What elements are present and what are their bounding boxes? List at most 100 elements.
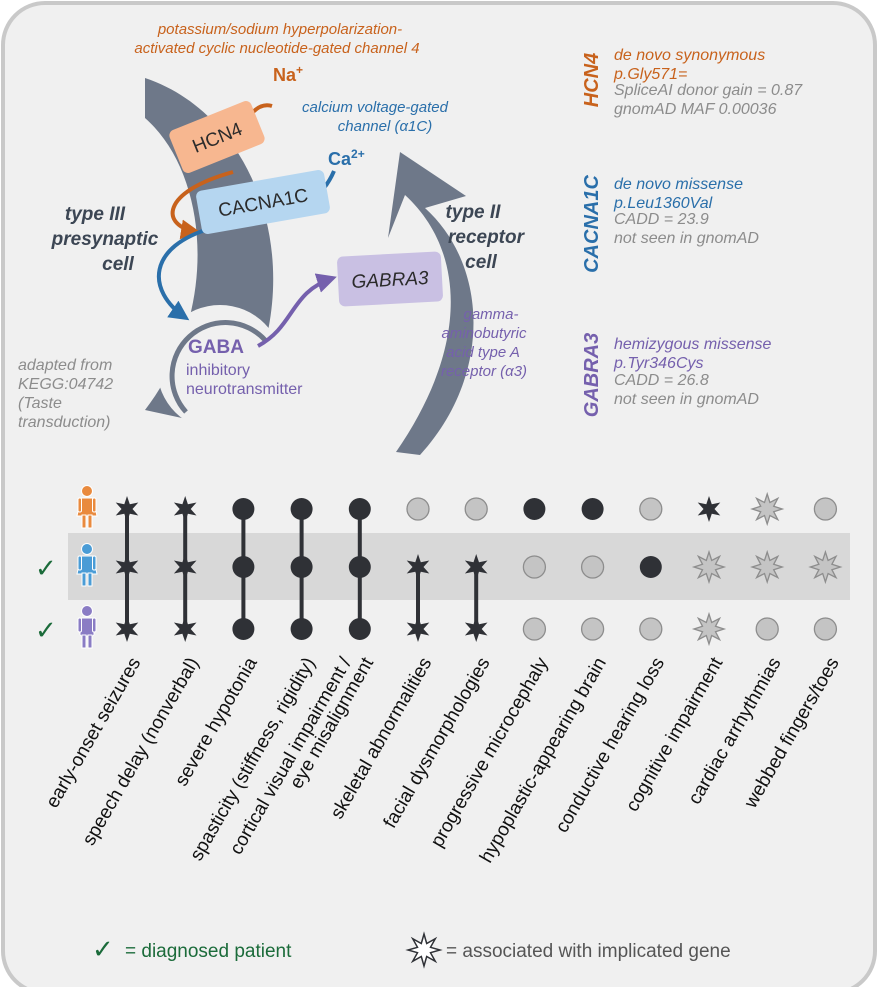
- marker-brother-9-absent-dot: [580, 617, 605, 641]
- na-ion-line: [251, 103, 273, 114]
- person-mother-icon: [76, 485, 98, 529]
- diagnosed-check-icon: ✓: [35, 615, 57, 645]
- source-line1: adapted from: [18, 357, 112, 374]
- marker-brother-11-absent-star-icon: [691, 611, 727, 647]
- gabra3-box-label: GABRA3: [351, 268, 430, 293]
- variant-gabra3-line3: CADD = 26.8: [614, 372, 709, 389]
- person-sister-icon: [76, 543, 98, 587]
- variant-panel: HCN4 de novo synonymous p.Gly571= Splice…: [581, 47, 803, 417]
- gaba-vesicle-membrane: [169, 320, 267, 414]
- type2-label-line1: type II: [446, 202, 502, 223]
- marker-brother-10-absent-dot: [639, 617, 663, 641]
- gaba-desc-line2: neurotransmitter: [186, 381, 303, 398]
- hcn4-to-cacna1c-arrow: [170, 170, 234, 240]
- marker-sister-10-present-dot: [639, 556, 662, 578]
- phenotype-matrix: [115, 491, 843, 647]
- legend: ✓ = diagnosed patient = associated with …: [92, 931, 731, 969]
- variant-cacna1c-line2: p.Leu1360Val: [613, 195, 713, 212]
- variant-hcn4-line2: p.Gly571=: [613, 66, 687, 83]
- legend-check-icon: ✓: [92, 934, 114, 964]
- marker-sister-8-absent-dot: [522, 555, 547, 579]
- gaba-desc-line1: inhibitory: [186, 362, 250, 379]
- family-members: ✓✓: [35, 485, 98, 649]
- hcn4-fullname-line1: potassium/sodium hyperpolarization-: [157, 21, 402, 38]
- ca-ion-label: Ca2+: [328, 147, 365, 169]
- marker-brother-1-present-star-icon: [115, 616, 139, 642]
- marker-brother-13-absent-dot: [813, 617, 838, 641]
- marker-brother-7-present-star-icon: [464, 616, 488, 642]
- gaba-label: GABA: [188, 337, 244, 358]
- marker-mother-13-absent-dot: [813, 497, 838, 521]
- variant-gene-hcn4: HCN4: [581, 53, 603, 107]
- variant-gabra3-line1: hemizygous missense: [614, 336, 772, 353]
- gaba-to-gabra3-arrow: [257, 273, 337, 348]
- person-brother-icon: [77, 605, 97, 649]
- marker-sister-11-absent-star-icon: [691, 549, 727, 585]
- marker-sister-2-present-star-icon: [173, 554, 197, 580]
- marker-sister-13-absent-star-icon: [808, 549, 843, 585]
- type2-cell-shape: [388, 152, 474, 455]
- hcn4-box: HCN4: [169, 101, 265, 173]
- variant-cacna1c-line1: de novo missense: [614, 176, 743, 193]
- marker-mother-4-present-dot: [290, 498, 313, 520]
- marker-brother-4-present-dot: [290, 618, 313, 640]
- legend-star-icon: [405, 931, 443, 969]
- type3-label-line3: cell: [102, 254, 134, 275]
- marker-sister-12-absent-star-icon: [750, 549, 785, 585]
- gabra3-fullname-line2: aminobutyric: [441, 325, 527, 342]
- variant-hcn4-line3: SpliceAI donor gain = 0.87: [614, 82, 803, 99]
- marker-sister-3-present-dot: [232, 556, 255, 578]
- variant-hcn4-line4: gnomAD MAF 0.00036: [614, 101, 777, 118]
- marker-mother-9-present-dot: [581, 498, 604, 520]
- marker-brother-12-absent-dot: [755, 617, 779, 641]
- pathway-diagram: HCN4 CACNA1C GABRA3 Na+ Ca2+ potassium/s…: [18, 21, 527, 455]
- marker-sister-5-present-dot: [348, 556, 371, 578]
- marker-mother-7-absent-dot: [464, 497, 488, 521]
- gabra3-box: GABRA3: [337, 251, 443, 307]
- marker-mother-6-absent-dot: [406, 497, 430, 521]
- gabra3-fullname-line4: receptor (α3): [441, 363, 527, 380]
- marker-brother-2-present-star-icon: [173, 616, 197, 642]
- marker-mother-12-absent-star-icon: [750, 491, 785, 527]
- source-line4: transduction): [18, 414, 111, 431]
- hcn4-fullname-line2: activated cyclic nucleotide-gated channe…: [134, 40, 419, 57]
- diagnosed-check-icon: ✓: [35, 553, 57, 583]
- legend-diagnosed-text: = diagnosed patient: [125, 941, 292, 962]
- marker-mother-8-present-dot: [523, 498, 546, 520]
- type2-label-line2: receptor: [448, 227, 526, 248]
- marker-sister-7-present-star-icon: [464, 554, 488, 580]
- cacna1c-fullname-line1: calcium voltage-gated: [302, 99, 449, 116]
- marker-mother-5-present-dot: [348, 498, 371, 520]
- variant-gabra3-line4: not seen in gnomAD: [614, 391, 759, 408]
- marker-mother-2-present-star-icon: [173, 496, 197, 522]
- type3-label-line1: type III: [65, 204, 126, 225]
- marker-brother-8-absent-dot: [522, 617, 547, 641]
- marker-brother-6-present-star-icon: [406, 616, 430, 642]
- cacna1c-box: CACNA1C: [196, 169, 330, 235]
- marker-brother-3-present-dot: [232, 618, 255, 640]
- marker-mother-11-present-star-icon: [697, 496, 721, 522]
- variant-hcn4-line1: de novo synonymous: [614, 47, 765, 64]
- source-line3: (Taste: [18, 395, 62, 412]
- marker-sister-9-absent-dot: [580, 555, 605, 579]
- gabra3-fullname-line1: gamma-: [463, 306, 518, 323]
- variant-gene-cacna1c: CACNA1C: [581, 175, 603, 273]
- cacna1c-to-gaba-arrow: [157, 226, 213, 321]
- gabra3-fullname-line3: acid type A: [446, 344, 520, 361]
- marker-sister-1-present-star-icon: [115, 554, 139, 580]
- cacna1c-fullname-line2: channel (α1C): [338, 118, 432, 135]
- legend-associated-text: = associated with implicated gene: [446, 941, 731, 962]
- marker-mother-1-present-star-icon: [115, 496, 139, 522]
- variant-gabra3-line2: p.Tyr346Cys: [613, 355, 704, 372]
- marker-mother-10-absent-dot: [639, 497, 663, 521]
- variant-gene-gabra3: GABRA3: [581, 333, 603, 417]
- variant-cacna1c-line3: CADD = 23.9: [614, 211, 709, 228]
- marker-sister-4-present-dot: [290, 556, 313, 578]
- type2-label-line3: cell: [465, 252, 497, 273]
- marker-mother-3-present-dot: [232, 498, 255, 520]
- marker-brother-5-present-dot: [348, 618, 371, 640]
- source-line2: KEGG:04742: [18, 376, 113, 393]
- type3-label-line2: presynaptic: [51, 229, 159, 250]
- na-ion-label: Na+: [273, 63, 303, 85]
